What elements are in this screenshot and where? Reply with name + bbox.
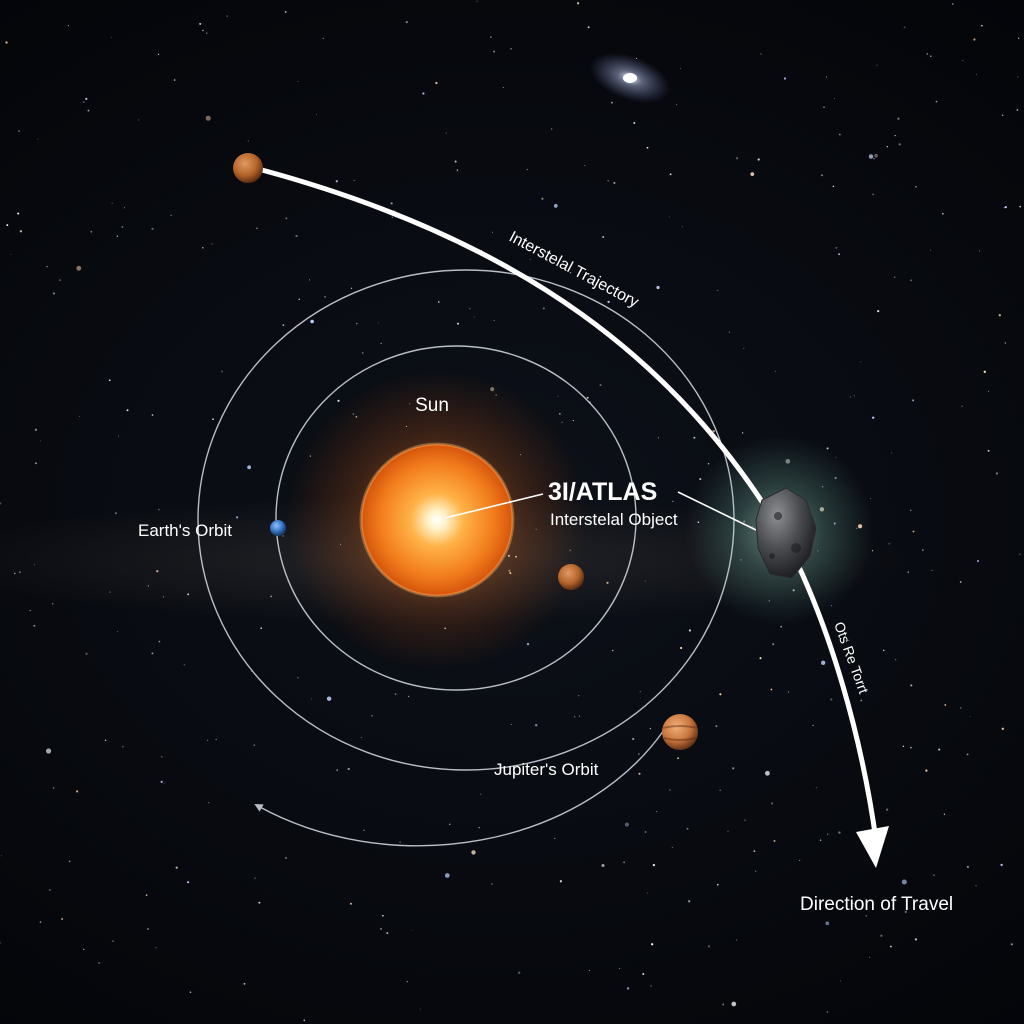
sun-icon [361, 444, 513, 596]
earth-icon [270, 520, 286, 536]
sun-label: Sun [415, 395, 449, 416]
jupiter-orbit-arc [254, 729, 665, 847]
trajectory-start-planet-icon [233, 153, 263, 183]
object-pointer-line [444, 493, 544, 519]
interstellar-trajectory-line [259, 167, 879, 843]
jupiter-icon [662, 714, 698, 750]
object-pointer-line-right [677, 491, 757, 531]
direction-label: Direction of Travel [800, 894, 953, 915]
object-name-label: 3I/ATLAS [548, 478, 657, 506]
galaxy-icon [589, 52, 671, 104]
object-subtitle-label: Interstelal Object [550, 510, 678, 529]
path-note-label: Ots Re Torrt [831, 620, 872, 696]
arrow-down-icon [856, 826, 889, 868]
earth-orbit-label: Earth's Orbit [138, 521, 232, 540]
mars-icon [558, 564, 584, 590]
trajectory-label: Interstelal Trajectory [506, 229, 641, 312]
jupiter-orbit-label: Jupiter's Orbit [494, 760, 599, 779]
inner-orbit [275, 345, 637, 691]
